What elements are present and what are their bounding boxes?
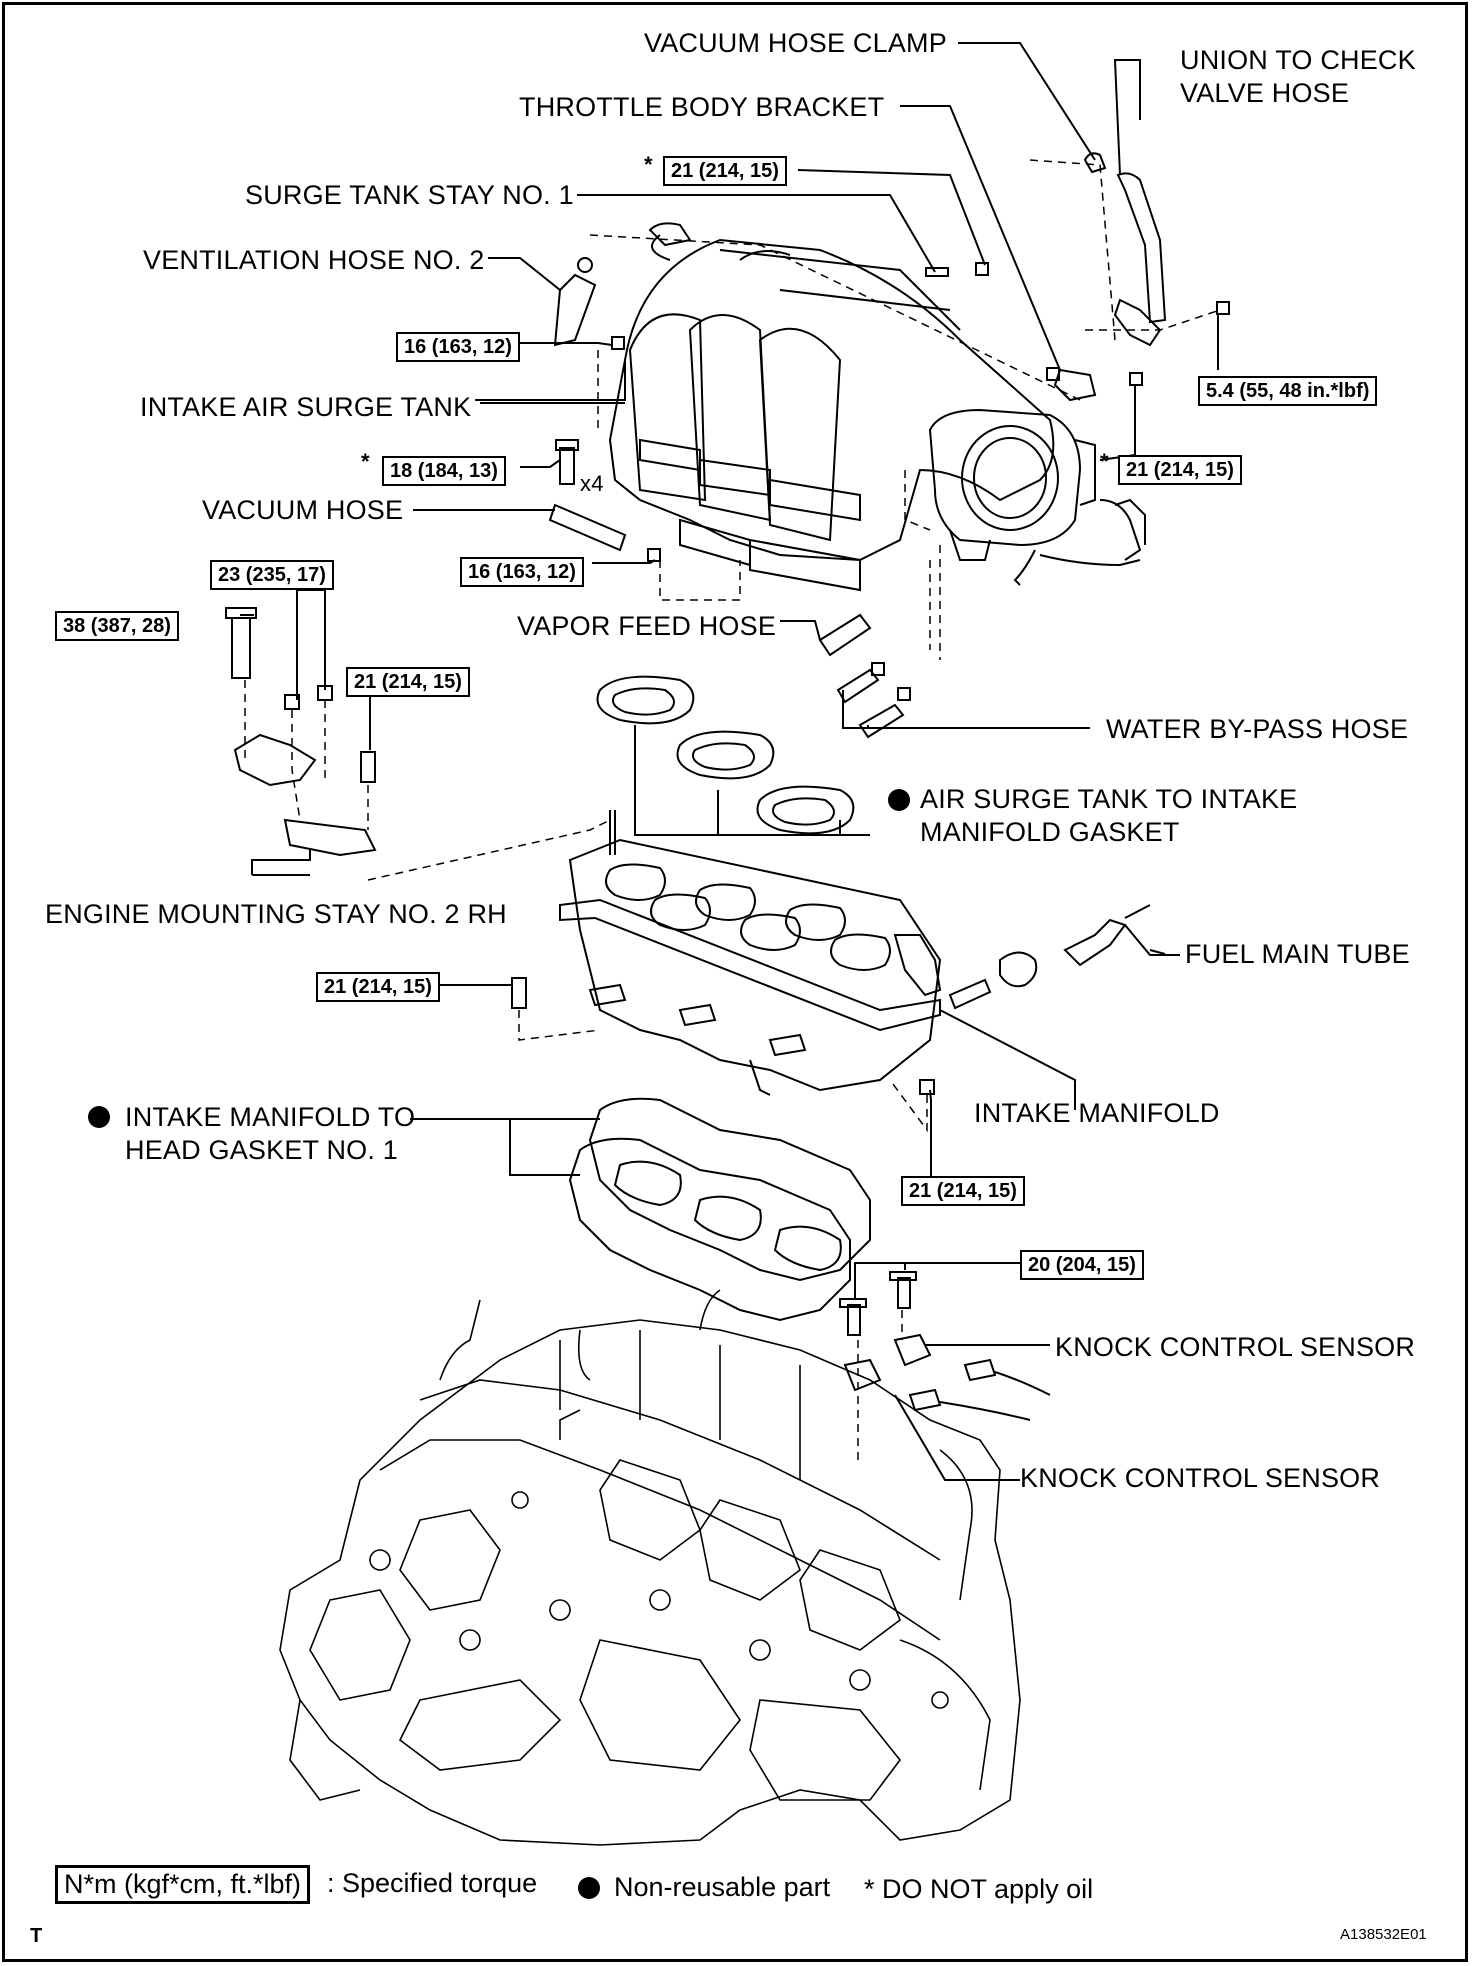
torque-38: 38 (387, 28): [55, 611, 179, 641]
torque-5-4: 5.4 (55, 48 in.*lbf): [1198, 376, 1378, 406]
torque-20: 20 (204, 15): [1020, 1250, 1144, 1280]
label-intake-air-surge-tank: INTAKE AIR SURGE TANK: [140, 392, 472, 422]
torque-18: 18 (184, 13): [382, 456, 506, 486]
torque-21-right: 21 (214, 15): [1118, 455, 1242, 485]
label-engine-mounting-stay: ENGINE MOUNTING STAY NO. 2 RH: [45, 899, 507, 929]
no-oil-star: *: [1100, 449, 1109, 474]
bolt-icons: [555, 262, 1230, 562]
legend-torque-box: N*m (kgf*cm, ft.*lbf): [55, 1865, 311, 1904]
legend-no-oil: * DO NOT apply oil: [864, 1874, 1094, 1904]
fuel-main-tube-drawing: [1063, 918, 1127, 967]
mounting-stay-drawing: [225, 607, 935, 1095]
figure-code: A138532E01: [1340, 1926, 1427, 1943]
engine-block-drawing: [279, 1289, 1021, 1846]
label-head-gasket-line2: HEAD GASKET NO. 1: [125, 1135, 398, 1165]
torque-21-left: 21 (214, 15): [316, 972, 440, 1002]
legend-non-reusable: Non-reusable part: [614, 1872, 831, 1902]
label-fuel-main-tube: FUEL MAIN TUBE: [1185, 939, 1410, 969]
torque-23: 23 (235, 17): [210, 560, 334, 590]
leader-lines: [240, 42, 1219, 1481]
torque-21-manifold: 21 (214, 15): [901, 1176, 1025, 1206]
label-vacuum-hose: VACUUM HOSE: [202, 495, 404, 525]
label-knock-sensor-lower: KNOCK CONTROL SENSOR: [1020, 1463, 1381, 1493]
non-reusable-dot-icon: [88, 1106, 110, 1128]
torque-21-top: 21 (214, 15): [663, 156, 787, 186]
label-union-check-valve-hose-line1: UNION TO CHECK: [1180, 45, 1416, 75]
no-oil-star: *: [644, 152, 653, 177]
ventilation-hose-drawing: [553, 273, 597, 347]
label-knock-sensor-upper: KNOCK CONTROL SENSOR: [1055, 1332, 1416, 1362]
no-oil-star: *: [361, 449, 370, 474]
dashed-lines: [244, 159, 1221, 1460]
corner-mark: T: [30, 1925, 43, 1947]
torque-16-b: 16 (163, 12): [460, 557, 584, 587]
torque-21-stay: 21 (214, 15): [346, 667, 470, 697]
label-ventilation-hose: VENTILATION HOSE NO. 2: [143, 245, 485, 275]
label-water-bypass-hose: WATER BY-PASS HOSE: [1106, 714, 1409, 744]
label-union-check-valve-hose-line2: VALVE HOSE: [1180, 78, 1350, 108]
head-gasket-drawing: [568, 1097, 871, 1322]
knock-sensor-drawing: [839, 1271, 1051, 1421]
label-vapor-feed-hose: VAPOR FEED HOSE: [517, 611, 777, 641]
check-valve-hose-drawing: [1116, 172, 1167, 324]
non-reusable-dot-icon: [888, 789, 910, 811]
label-head-gasket-line1: INTAKE MANIFOLD TO: [125, 1102, 416, 1132]
non-reusable-dot-icon: [578, 1877, 600, 1899]
label-intake-manifold: INTAKE MANIFOLD: [974, 1098, 1220, 1128]
surge-gasket-drawing: [596, 675, 855, 835]
label-throttle-body-bracket: THROTTLE BODY BRACKET: [519, 92, 885, 122]
intake-manifold-drawing: [559, 810, 992, 1096]
label-x4: x4: [580, 471, 604, 496]
vacuum-hose-drawing: [548, 503, 627, 552]
torque-16-a: 16 (163, 12): [396, 332, 520, 362]
label-vacuum-hose-clamp: VACUUM HOSE CLAMP: [644, 28, 947, 58]
label-surge-tank-stay: SURGE TANK STAY NO. 1: [245, 180, 574, 210]
legend-specified-torque: : Specified torque: [327, 1868, 538, 1898]
label-air-surge-gasket-line1: AIR SURGE TANK TO INTAKE: [920, 784, 1298, 814]
throttle-body-drawing: [928, 408, 1146, 586]
surge-tank-drawing: [608, 222, 1055, 592]
label-air-surge-gasket-line2: MANIFOLD GASKET: [920, 817, 1180, 847]
